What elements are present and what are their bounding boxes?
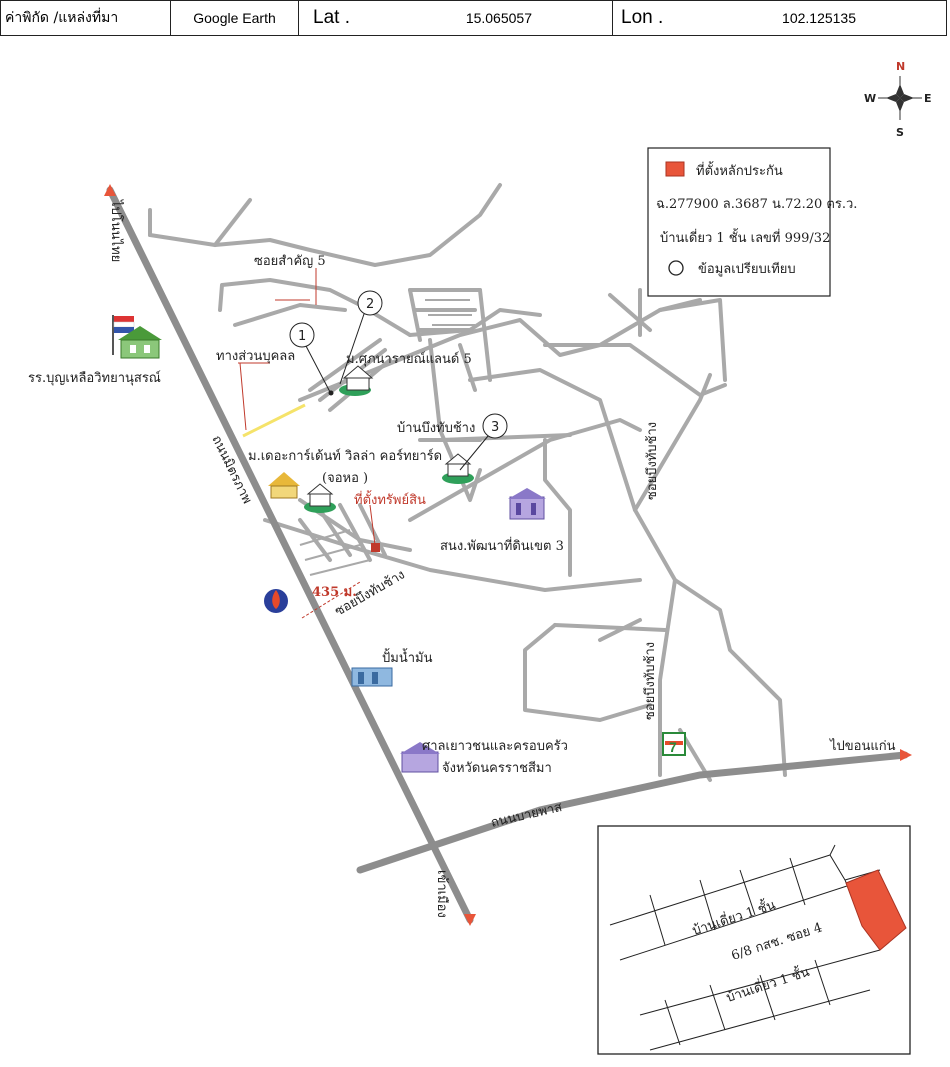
distance-line (301, 581, 361, 619)
coordinate-header: ค่าพิกัด /แหล่งที่มา Google Earth Lat . … (0, 0, 947, 36)
convenience-store-icon: 7 (662, 732, 686, 756)
legend-house: บ้านเดี่ยว 1 ชั้น เลขที่ 999/32 (660, 228, 830, 246)
mittraphap-road (106, 186, 474, 924)
legend-comparable: ข้อมูลเปรียบเทียบ (698, 261, 796, 277)
marker-1-label: 1 (298, 329, 306, 344)
private-road-line (242, 403, 306, 438)
compass-w: W (864, 92, 876, 105)
label-dorm: (จอหอ ) (322, 471, 368, 486)
asset-pointer-line (369, 504, 376, 546)
inset-collateral-plot (845, 869, 907, 951)
compass-e: E (924, 92, 932, 105)
lat-value: 15.065057 (465, 10, 532, 26)
label-bypass: ถนนบายพาส (490, 800, 564, 831)
compass-n: N (896, 60, 905, 73)
label-village-2: ม.เดอะการ์เด้นท์ วิลล่า คอร์ทยาร์ด (248, 448, 442, 464)
school-icon (112, 315, 162, 359)
legend-deed: ฉ.277900 ล.3687 น.72.20 ตร.ว. (656, 197, 857, 212)
secondary-roads (148, 183, 787, 782)
lat-label: Lat . (313, 7, 350, 28)
label-soi-samkhan: ซอยสำคัญ 5 (254, 254, 326, 269)
marker-2: 2 (339, 290, 383, 385)
compass-rose: N S E W (864, 60, 932, 139)
arrow-nonthai (104, 184, 116, 196)
label-land-office: สนง.พัฒนาที่ดินเขต 3 (440, 537, 564, 554)
label-school: รร.บุญเหลือวิทยานุสรณ์ (28, 370, 161, 386)
village-2-house-icon (304, 483, 336, 513)
label-to-nonthai: ไปโนนไทย (108, 199, 124, 262)
location-map: N S E W ที่ตั้งหลักประกัน ฉ.277900 ล.368… (28, 60, 932, 1055)
collateral-swatch (665, 161, 685, 177)
gas-station-brand-icon (264, 589, 288, 613)
bypass-road (356, 751, 909, 874)
court-icon (400, 742, 440, 773)
legend-collateral: ที่ตั้งหลักประกัน (696, 161, 783, 179)
marker-1: 1 (289, 322, 334, 396)
label-gas-station: ปั้มน้ำมัน (382, 648, 433, 666)
gas-pump-icon (351, 667, 393, 687)
label-asset-location: ที่ตั้งทรัพย์สิน (354, 490, 426, 508)
asset-location-marker (371, 543, 380, 552)
label-village-3: บ้านบึงทับช้าง (397, 421, 475, 436)
label-soi-bueng-b: ซอยบึงทับช้าง (645, 422, 660, 500)
svg-text:7: 7 (669, 739, 677, 755)
label-court-line1: ศาลเยาวชนและครอบครัว (422, 739, 568, 754)
lon-value: 102.125135 (782, 10, 856, 26)
village-3-house-icon (442, 453, 474, 484)
private-road-pointer (238, 362, 270, 431)
lon-label: Lon . (621, 7, 664, 28)
marker-3-label: 3 (491, 420, 499, 435)
compass-s: S (896, 126, 904, 139)
label-to-city: เข้าเมือง (434, 870, 450, 918)
land-office-icon (508, 488, 546, 520)
label-distance: 435 ม. (312, 585, 357, 600)
comparable-circle-icon (668, 260, 684, 276)
label-village-1: ม.ศุภนารายณ์แลนด์ 5 (346, 351, 472, 367)
arrow-city (464, 914, 476, 926)
legend-box: ที่ตั้งหลักประกัน ฉ.277900 ล.3687 น.72.2… (647, 147, 857, 297)
source-value: Google Earth (171, 1, 299, 35)
subdivision-lines (299, 299, 475, 576)
marker-3: 3 (459, 413, 508, 471)
label-to-khonkaen: ไปขอนแก่น (829, 738, 896, 754)
coord-source-label: ค่าพิกัด /แหล่งที่มา (1, 1, 171, 35)
label-soi-bueng-c: ซอยบึงทับช้าง (643, 642, 658, 720)
inset-map: บ้านเดี่ยว 1 ชั้น 6/8 กสช. ซอย 4 บ้านเดี… (597, 825, 911, 1055)
label-court-line2: จังหวัดนครราชสีมา (442, 760, 552, 776)
village-1-house-icon (339, 365, 374, 396)
arrow-khonkaen (900, 749, 912, 761)
lat-cell: Lat . 15.065057 (299, 1, 613, 35)
lon-cell: Lon . 102.125135 (613, 1, 946, 35)
marker-2-label: 2 (366, 297, 374, 312)
label-private-road: ทางส่วนบุคลล (216, 349, 295, 364)
dorm-house-icon (268, 472, 300, 499)
